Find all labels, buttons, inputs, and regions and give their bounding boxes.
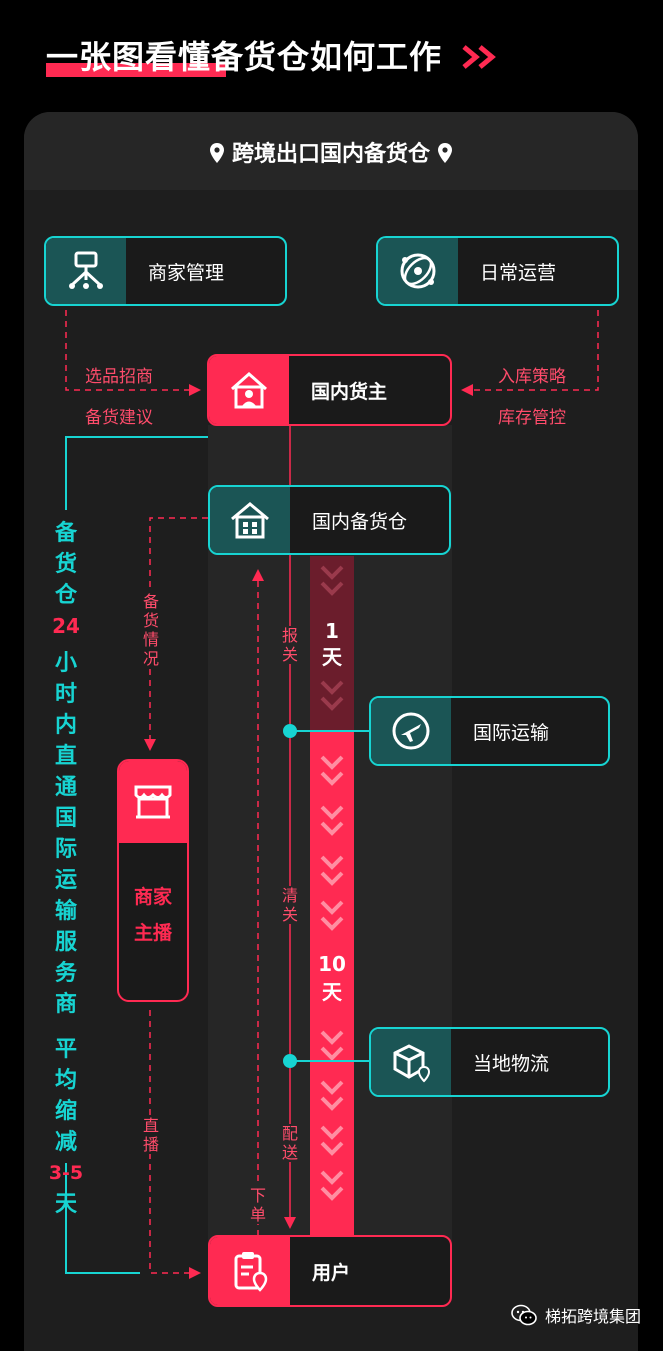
panel-header [24,112,638,190]
chevron-down-icon [320,855,344,886]
title-underline [46,63,226,77]
node-icon-box [46,238,126,304]
duration-one-day: 1天 [322,619,342,669]
node-label: 商家管理 [148,261,225,284]
label-declare: 报关 [279,626,301,664]
chevron-down-icon [320,565,344,596]
sidebar-text-average: 平均缩减 [54,1037,77,1155]
label-delivery: 配送 [279,1124,301,1162]
node-icon-box [210,1237,290,1305]
node-daily-operations: 日常运营 [376,236,619,306]
location-pin-icon [209,143,224,163]
node-icon-box [209,356,289,424]
sidebar-text-days: 3-5 [48,1162,84,1184]
node-merchant-management: 商家管理 [44,236,287,306]
watermark-text: 梯拓跨境集团 [544,1307,641,1326]
node-label: 国内备货仓 [312,510,408,533]
duration-ten-days: 10天 [318,952,346,1004]
label-inventory-control: 库存管控 [498,408,566,428]
home-person-icon [231,371,267,409]
warehouse-icon [231,502,269,539]
chevron-down-icon [320,1125,344,1156]
orbit-icon [400,253,436,289]
org-structure-icon [69,251,103,289]
page-title-text: 一张图看懂备货仓如何工作 [46,38,443,76]
node-icon-box [378,238,458,304]
sidebar-text-day-unit: 天 [54,1192,77,1217]
chevron-down-icon [320,680,344,711]
label-order: 下单 [247,1186,269,1224]
live-label-text: 商家主播 [133,886,172,944]
chevron-down-icon [320,900,344,931]
sidebar-text-warehouse: 备货仓 [54,521,77,608]
package-location-icon [393,1044,431,1083]
node-user: 用户 [208,1235,452,1307]
label-stock-advice: 备货建议 [85,408,153,428]
node-label: 日常运营 [480,261,557,284]
node-icon-box [371,1029,451,1095]
label-selection: 选品招商 [85,367,153,387]
sidebar-text-hours: 24 [52,614,80,638]
node-icon-box [210,487,290,553]
chevron-down-icon [320,1030,344,1061]
chevron-down-icon [320,1080,344,1111]
chevron-down-icon [320,755,344,786]
sidebar-text-direct: 小时内直通国际运输服务商 [54,651,77,1017]
panel-title-text: 跨境出口国内备货仓 [231,142,430,167]
chevron-down-icon [320,805,344,836]
node-label: 商家主播 [119,843,187,951]
node-local-logistics: 当地物流 [369,1027,610,1097]
node-icon-box [119,761,187,843]
label-stock-status: 备货情况 [140,592,162,668]
airplane-icon [392,712,430,750]
node-label: 国内货主 [311,380,388,403]
page-title: 一张图看懂备货仓如何工作 [46,32,500,78]
label-clearance: 清关 [279,886,301,924]
storefront-icon [134,785,172,819]
double-chevron-right-icon [462,45,497,69]
watermark: 梯拓跨境集团 [511,1303,641,1327]
node-merchant-live: 商家主播 [117,759,189,1002]
node-label: 国际运输 [473,721,550,744]
sidebar-summary: 备货仓 24 小时内直通国际运输服务商 平均缩减 3-5 天 [48,518,84,1220]
label-live: 直播 [140,1116,162,1154]
node-domestic-owner: 国内货主 [207,354,452,426]
clipboard-location-icon [234,1252,268,1292]
panel-title: 跨境出口国内备货仓 [24,136,638,168]
chevron-down-icon [320,1170,344,1201]
location-pin-icon [438,143,452,163]
timeline-bar-customs [310,556,354,731]
node-icon-box [371,698,451,764]
node-label: 当地物流 [473,1052,550,1075]
label-inbound-strategy: 入库策略 [498,367,566,387]
node-label: 用户 [312,1261,351,1284]
wechat-icon [511,1304,537,1326]
node-international-shipping: 国际运输 [369,696,610,766]
node-domestic-warehouse: 国内备货仓 [208,485,451,555]
